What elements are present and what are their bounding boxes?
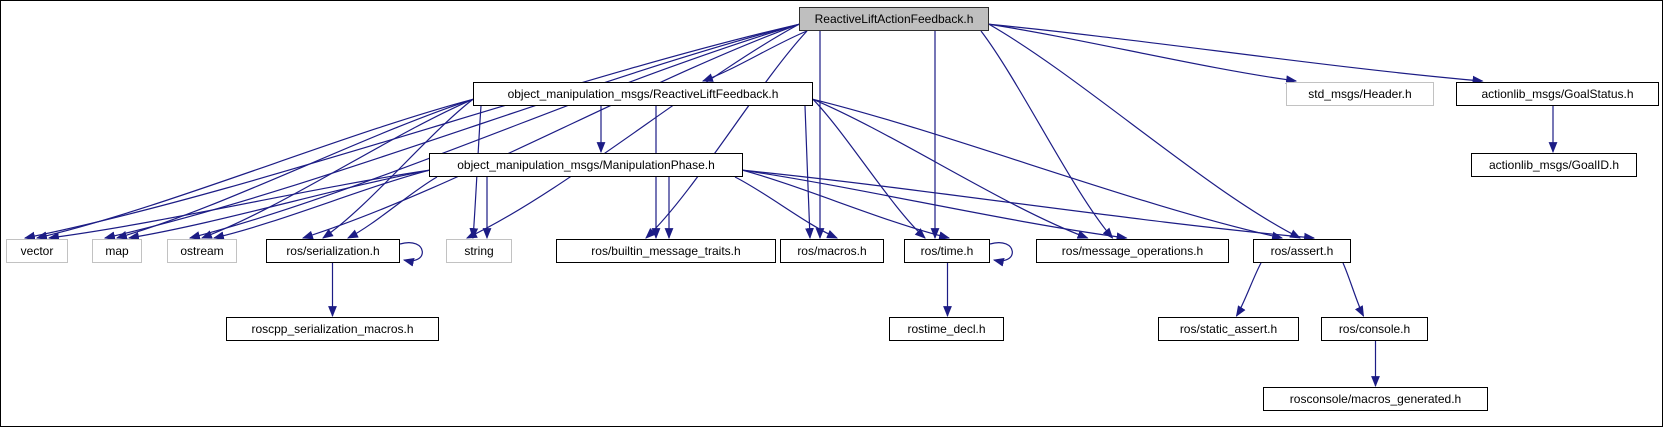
edge-rlf-ostream [200, 98, 474, 239]
edge-root-string [466, 23, 800, 239]
node-staticassert[interactable]: ros/static_assert.h [1158, 317, 1299, 341]
edge-manip-assert [742, 169, 1316, 242]
edge-manip-serialization [347, 176, 438, 239]
edge-manip-msgops [742, 169, 1128, 242]
edge-manip-time [742, 169, 951, 240]
edge-rlf-serialization [322, 98, 474, 239]
edge-assert-staticassert [1235, 262, 1262, 317]
node-goalstatus[interactable]: actionlib_msgs/GoalStatus.h [1456, 82, 1659, 106]
node-root: ReactiveLiftActionFeedback.h [799, 7, 989, 31]
node-rosconsolegen[interactable]: rosconsole/macros_generated.h [1263, 387, 1488, 411]
edge-root-header [988, 23, 1298, 85]
edge-rlf-time [812, 98, 926, 239]
node-macros[interactable]: ros/macros.h [780, 239, 884, 263]
edge-root-msgops [980, 30, 1114, 239]
edge-root-vector [23, 23, 800, 241]
node-console[interactable]: ros/console.h [1321, 317, 1428, 341]
node-time[interactable]: ros/time.h [904, 239, 990, 263]
edge-manip-map [127, 169, 430, 241]
edge-rlf-vector [35, 98, 474, 241]
edge-root-assert [988, 23, 1301, 239]
node-header[interactable]: std_msgs/Header.h [1286, 82, 1434, 106]
node-goalid[interactable]: actionlib_msgs/GoalID.h [1471, 153, 1637, 177]
node-rlf[interactable]: object_manipulation_msgs/ReactiveLiftFee… [473, 82, 813, 106]
edge-root-serialization [301, 23, 800, 240]
edge-root-goalstatus [988, 23, 1484, 85]
edge-rlf-macros [804, 105, 814, 240]
node-serialization[interactable]: ros/serialization.h [266, 239, 400, 263]
edge-root-ostream [188, 23, 800, 240]
node-manip[interactable]: object_manipulation_msgs/ManipulationPha… [429, 153, 743, 177]
edge-assert-console [1342, 262, 1365, 317]
edge-manip-ostream [212, 169, 430, 241]
node-rostimedecl[interactable]: rostime_decl.h [889, 317, 1004, 341]
node-msgops[interactable]: ros/message_operations.h [1036, 239, 1229, 263]
edge-rlf-map [115, 98, 474, 240]
node-vector[interactable]: vector [6, 239, 68, 263]
edge-rlf-msgops [812, 98, 1089, 239]
node-map[interactable]: map [92, 239, 142, 263]
node-ostream[interactable]: ostream [167, 239, 237, 263]
edge-root-map [103, 23, 800, 241]
edge-serialization-serialization-self [399, 242, 423, 267]
edge-root-traits [645, 30, 808, 239]
edge-manip-macros [734, 176, 839, 239]
edge-manip-vector [47, 169, 430, 242]
edge-rlf-assert [812, 98, 1284, 241]
node-assert[interactable]: ros/assert.h [1253, 239, 1351, 263]
node-traits[interactable]: ros/builtin_message_traits.h [556, 239, 776, 263]
node-string[interactable]: string [446, 239, 512, 263]
edge-time-time-self [989, 242, 1013, 267]
node-roscppser[interactable]: roscpp_serialization_macros.h [226, 317, 439, 341]
